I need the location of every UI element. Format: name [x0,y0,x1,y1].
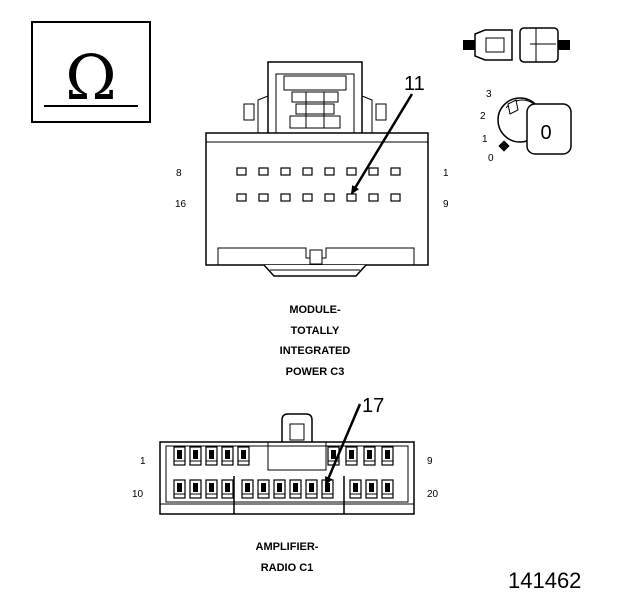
tipm-pin-cavity [302,167,313,176]
amplifier-pin-cavity [363,446,376,466]
tipm-pin-label-top-right: 1 [443,168,449,179]
amplifier-pin-cavity [173,446,186,466]
amplifier-pin-cavity [305,479,318,499]
amplifier-pin-cavity [345,446,358,466]
amplifier-pin-label-bottom-left: 10 [132,489,144,500]
switch-position-1: 1 [482,134,488,145]
amplifier-pin-cavity [257,479,270,499]
tipm-pin-cavity [258,167,269,176]
tipm-pin-cavity [236,193,247,202]
amplifier-pin-cavity [173,479,186,499]
amplifier-pin-cavity [189,479,202,499]
amplifier-title-line-1: AMPLIFIER- [256,541,319,553]
amplifier-pin-cavity [205,446,218,466]
tipm-pin-label-bottom-right: 9 [443,199,449,210]
ignition-switch-icon: 0 3 2 1 0 [463,27,572,164]
amplifier-pin-cavity [365,479,378,499]
tipm-title-line-1: MODULE- [289,304,341,316]
amplifier-pin-cavity [237,446,250,466]
tipm-title-line-3: INTEGRATED [280,345,351,357]
tipm-pin-cavity [280,167,291,176]
tipm-pin-cavity [390,193,401,202]
amplifier-pin-label-top-right: 9 [427,456,433,467]
tipm-pin-cavities [236,167,401,202]
tipm-pin-cavity [368,193,379,202]
tipm-pin-cavity [280,193,291,202]
tipm-title: MODULE- TOTALLY INTEGRATED POWER C3 [280,304,351,378]
amplifier-pin-cavity [241,479,254,499]
amplifier-pin-cavity [205,479,218,499]
amplifier-c1-connector: 1 9 10 20 17 [132,395,439,515]
amplifier-pin-cavity [381,479,394,499]
tipm-pin-cavity [346,193,357,202]
tipm-pin-cavity [258,193,269,202]
amplifier-pin-cavity [289,479,302,499]
tipm-pin-label-bottom-left: 16 [175,199,187,210]
tipm-c3-connector: 8 1 16 9 11 [175,61,449,277]
tipm-title-line-4: POWER C3 [286,366,345,378]
tipm-callout-number: 11 [404,73,425,95]
tipm-callout-arrow [350,93,414,195]
figure-number: 141462 [508,568,581,593]
tipm-pin-cavity [368,167,379,176]
switch-position-2: 2 [480,111,486,122]
tipm-pin-cavity [324,193,335,202]
tipm-pin-cavity [346,167,357,176]
tipm-pin-label-top-left: 8 [176,168,182,179]
amplifier-pin-cavity [221,446,234,466]
amplifier-pin-cavity [221,479,234,499]
amplifier-pin-cavities [173,446,394,499]
tipm-pin-cavity [236,167,247,176]
tipm-pin-cavity [324,167,335,176]
amplifier-pin-cavity [189,446,202,466]
switch-position-3: 3 [486,89,492,100]
amplifier-title: AMPLIFIER- RADIO C1 [256,541,319,574]
tipm-pin-cavity [302,193,313,202]
key-position-label: 0 [540,122,551,144]
switch-position-0: 0 [488,153,494,164]
amplifier-callout-arrow [324,403,362,486]
amplifier-pin-label-top-left: 1 [140,456,146,467]
tipm-pin-cavity [390,167,401,176]
amplifier-callout-number: 17 [362,395,384,417]
amplifier-pin-label-bottom-right: 20 [427,489,439,500]
ohm-icon: Ω [65,41,116,114]
amplifier-pin-cavity [349,479,362,499]
amplifier-title-line-2: RADIO C1 [261,562,314,574]
amplifier-pin-cavity [273,479,286,499]
tipm-title-line-2: TOTALLY [291,325,340,337]
amplifier-pin-cavity [381,446,394,466]
ohmmeter-symbol: Ω [31,21,151,123]
